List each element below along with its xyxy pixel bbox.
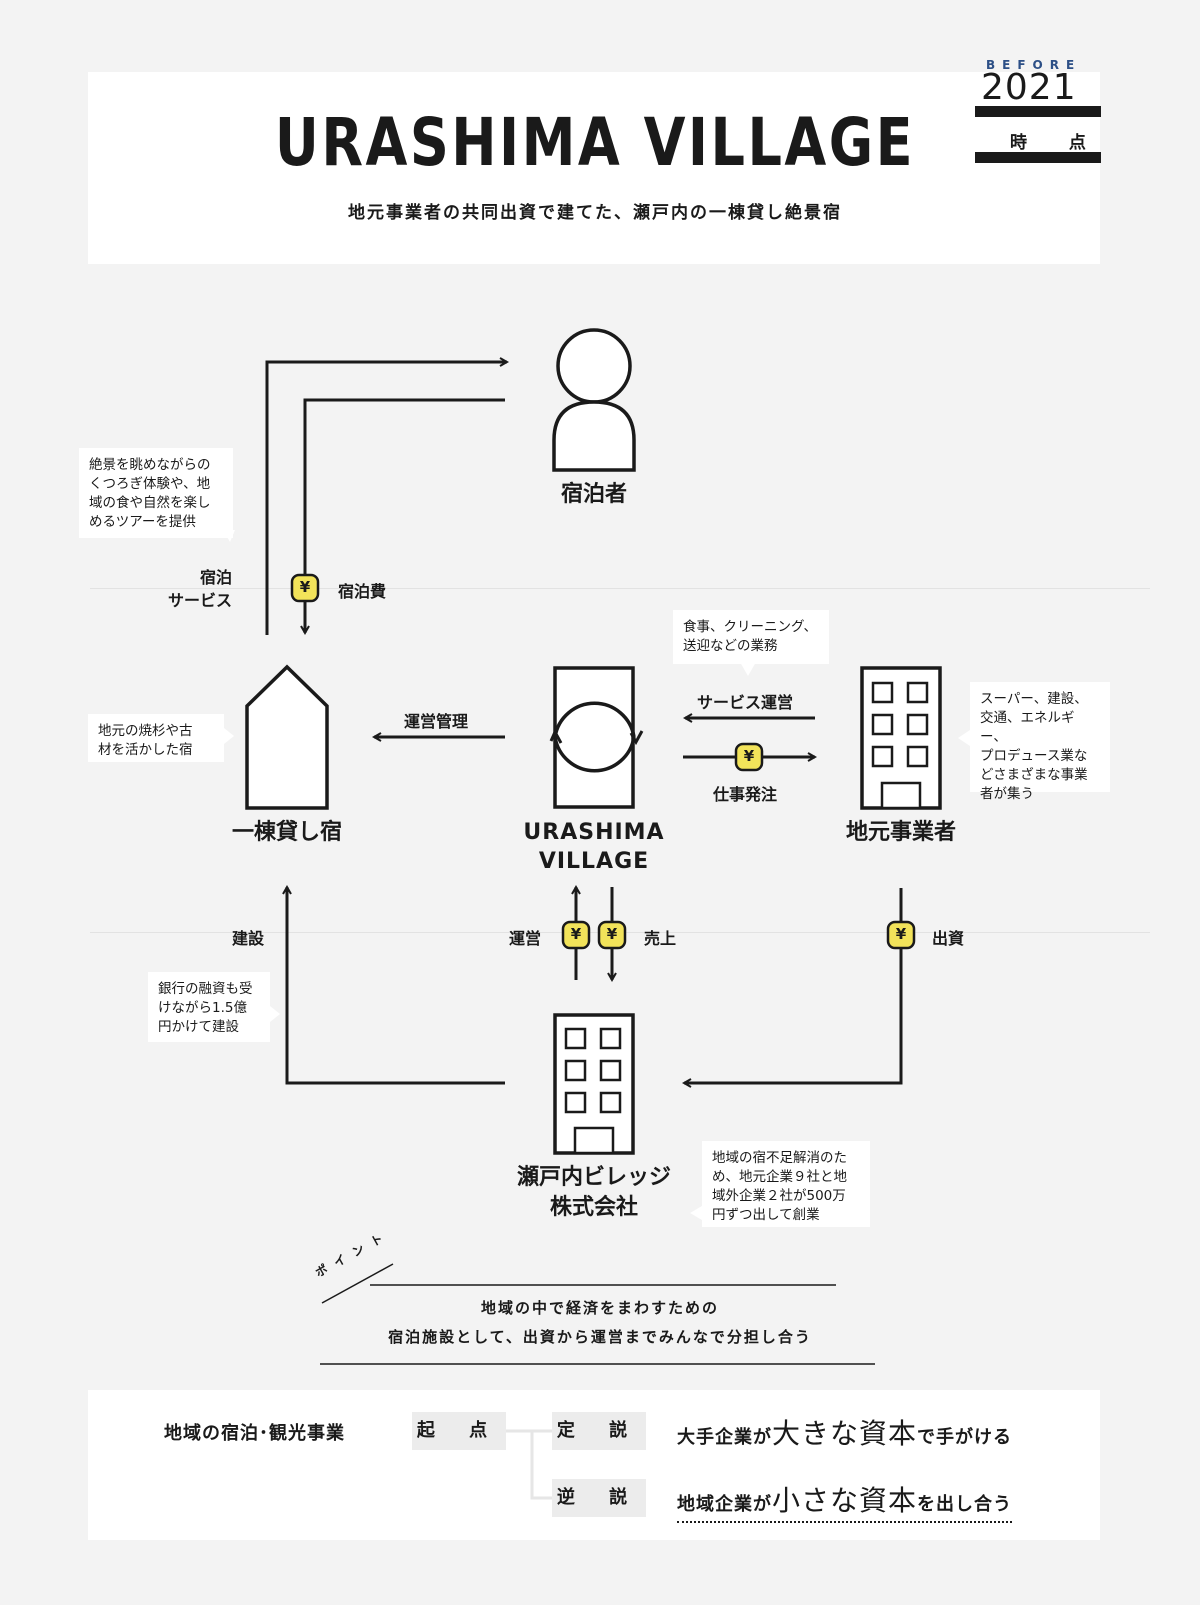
established-tag: 定 説 [552,1412,646,1450]
company-label-line1: 瀬戸内ビレッジ [516,1165,671,1190]
page-subtitle: 地元事業者の共同出資で建てた、瀬戸内の一棟貸し絶景宿 [348,203,842,223]
stay-fee-arrow [305,398,505,633]
yen-glyph: ¥ [895,925,907,943]
village-label-line2: VILLAGE [538,849,650,874]
yen-glyph: ¥ [570,925,582,943]
yen-glyph: ¥ [606,925,618,943]
point-slash [321,1263,394,1304]
comparison-subject: 地域の宿泊･観光事業 [164,1423,345,1444]
business-label: 地元事業者 [845,820,956,845]
badge-rule-bottom [975,152,1101,163]
note-pointer [224,728,234,744]
yen-icon-sales [597,920,627,950]
business-tasks-note: 食事、クリーニング、 送迎などの業務 [673,610,829,664]
badge-year: 2021 [981,67,1077,108]
investment-arrow [684,888,903,1083]
construction-cost-note: 銀行の融資も受 けながら1.5億 円かけて建設 [148,972,270,1042]
inn-label: 一棟貸し宿 [231,820,342,845]
management-label: 運営管理 [404,712,469,731]
company-founding-note: 地域の宿不足解消のた め、地元企業９社と地 域外企業２社が500万 円ずつ出して… [702,1141,870,1227]
operation-label: 運営 [509,929,542,948]
construction-arrow [287,887,505,1085]
badge-rule-top [975,106,1101,117]
village-label-line1: URASHIMA [523,820,665,845]
guest-label: 宿泊者 [560,482,627,507]
reverse-statement: 地域企業が小さな資本を出し合う [677,1479,1013,1523]
work-order-label: 仕事発注 [713,785,778,804]
investment-label: 出資 [932,929,965,948]
stay-service-label: 宿泊 サービス [167,568,232,610]
yen-icon-work-order [734,742,764,772]
reverse-part-c: を出し合う [917,1494,1013,1515]
guest-experience-note: 絶景を眺めながらの くつろぎ体験や、地 域の食や自然を楽し めるツアーを提供 [79,448,233,538]
construction-label: 建設 [232,929,265,948]
stay-service-arrow [265,362,507,635]
yen-icon-stay-fee [290,573,320,603]
sales-label: 売上 [644,929,677,948]
established-statement: 大手企業が大きな資本で手がける [677,1412,1012,1452]
badge-label: 時 点 [1010,133,1104,153]
badge-before: BEFORE [986,58,1082,72]
reverse-tag: 逆 説 [552,1479,646,1517]
yen-glyph: ¥ [743,747,755,765]
origin-tag: 起 点 [412,1412,506,1450]
inn-materials-note: 地元の焼杉や古 材を活かした宿 [88,714,224,762]
inn-house-icon [245,664,329,810]
established-part-c: で手がける [917,1427,1013,1448]
yen-icon-investment [886,920,916,950]
established-part-a: 大手企業が [677,1427,772,1448]
reverse-part-a: 地域企業が [677,1494,772,1515]
note-pointer [270,1006,280,1022]
service-ops-label: サービス運営 [697,693,794,712]
village-cycle-icon [553,666,636,809]
stay-fee-label: 宿泊費 [338,582,387,601]
business-types-note: スーパー、建設、 交通、エネルギー、 プロデュース業な どさまざまな事業 者が集… [970,682,1110,802]
point-text: 地域の中で経済をまわすための 宿泊施設として、出資から運営までみんなで分担し合う [388,1299,812,1346]
company-building-icon [553,1013,635,1155]
note-pointer [690,1206,702,1220]
header-panel [88,72,1100,264]
yen-icon-operation [561,920,591,950]
established-part-b: 大きな資本 [772,1417,918,1450]
reverse-part-b: 小さな資本 [772,1484,918,1517]
business-building-icon [860,666,942,810]
note-pointer [958,730,970,746]
guest-icon [552,328,636,472]
page-title: URASHIMA VILLAGE [274,104,916,181]
company-label-line2: 株式会社 [549,1195,638,1220]
guide-line [90,588,1150,589]
note-pointer [740,662,756,676]
yen-glyph: ¥ [299,578,311,596]
